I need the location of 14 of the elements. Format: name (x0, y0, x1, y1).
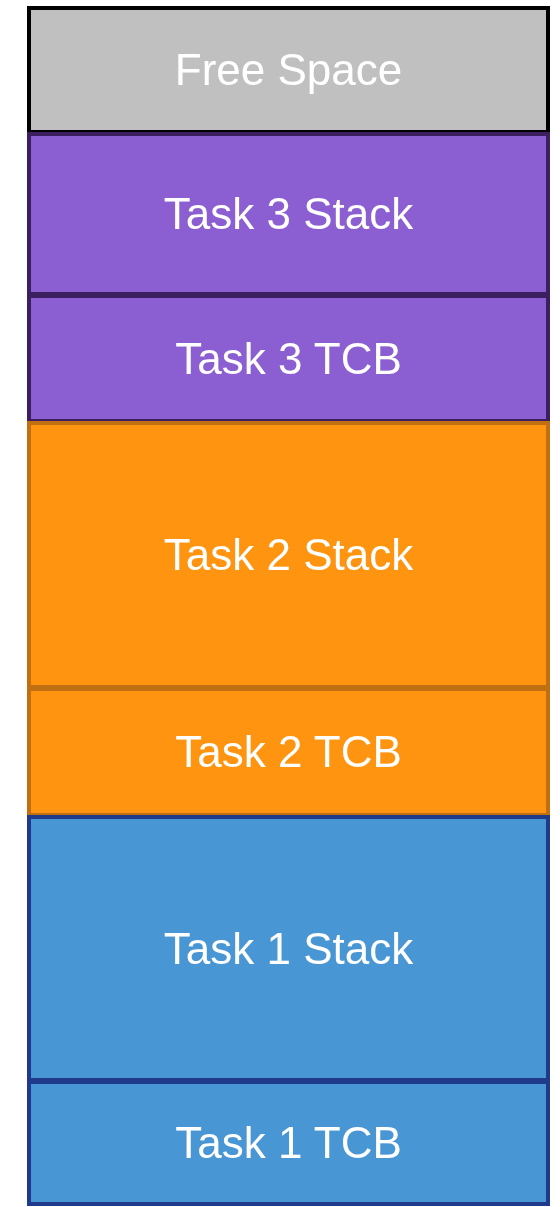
block-label: Free Space (174, 45, 403, 95)
block-label: Task 3 Stack (163, 189, 414, 239)
block-label: Task 3 TCB (175, 333, 402, 384)
tcb-block (27, 1080, 550, 1206)
free-space-block (27, 6, 550, 134)
stack-block (27, 421, 550, 689)
tcb-block (27, 687, 550, 817)
stack-block (27, 132, 550, 296)
tcb-block (27, 294, 550, 423)
block-label: Task 2 TCB (175, 727, 402, 777)
stack-block (27, 815, 550, 1082)
block-label: Task 1 TCB (175, 1118, 402, 1168)
block-label: Task 2 Stack (163, 530, 414, 580)
block-label: Task 1 Stack (163, 923, 414, 974)
